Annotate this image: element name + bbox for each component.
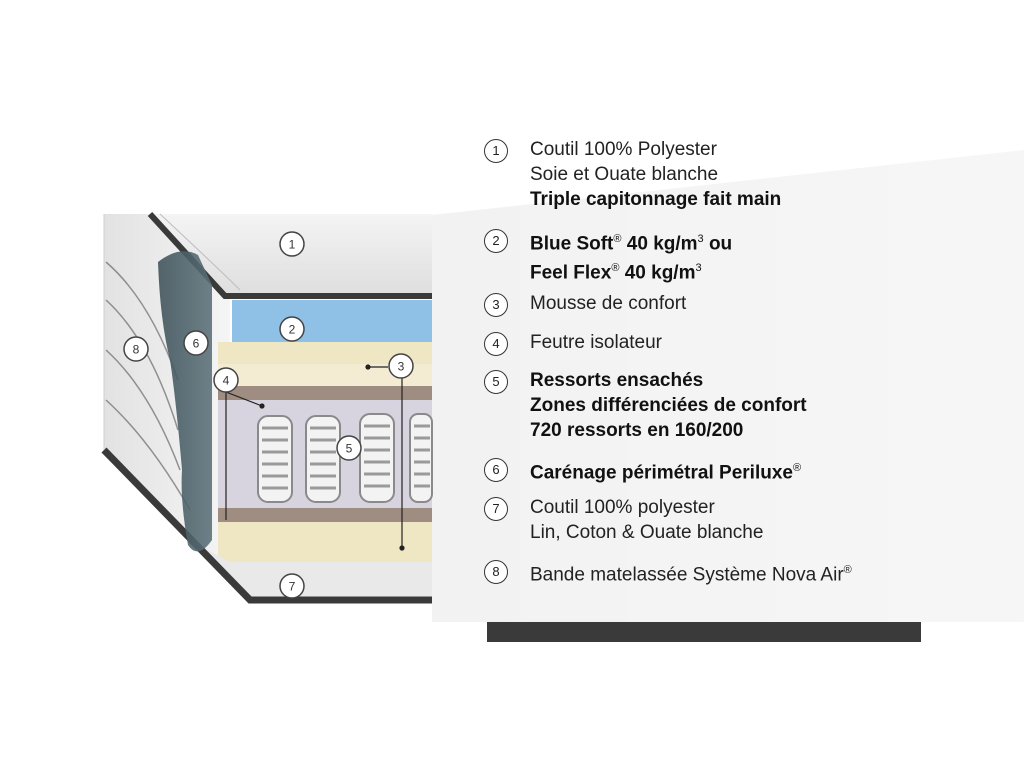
cream-layer-top bbox=[218, 342, 432, 364]
legend-5-line-2: Zones différenciées de confort bbox=[530, 395, 807, 416]
legend-3-line-1: Mousse de confort bbox=[530, 293, 687, 314]
diagram-label-1: 1 bbox=[279, 231, 305, 257]
svg-text:4: 4 bbox=[223, 374, 230, 388]
legend-1-line-3: Triple capitonnage fait main bbox=[530, 189, 782, 210]
legend-number-8: 8 bbox=[484, 560, 508, 584]
legend-2-line-1: Blue Soft® 40 kg/m3 ou bbox=[530, 233, 733, 255]
diagram-label-6: 6 bbox=[183, 330, 209, 356]
bottom-fabric-layer bbox=[190, 540, 432, 600]
comfort-foam-layer bbox=[218, 364, 432, 386]
diagram-label-2: 2 bbox=[279, 316, 305, 342]
diagram-label-8: 8 bbox=[123, 336, 149, 362]
legend-2-line-2: Feel Flex® 40 kg/m3 bbox=[530, 262, 702, 284]
legend-1-line-2: Soie et Ouate blanche bbox=[530, 164, 719, 185]
perimeter-carenage bbox=[158, 251, 212, 552]
diagram-label-5: 5 bbox=[336, 435, 362, 461]
svg-text:7: 7 bbox=[289, 580, 296, 594]
svg-text:8: 8 bbox=[133, 343, 140, 357]
legend-5-line-1: Ressorts ensachés bbox=[530, 370, 704, 391]
svg-text:6: 6 bbox=[193, 337, 200, 351]
felt-layer-top bbox=[218, 386, 432, 400]
diagram-label-4: 4 bbox=[213, 367, 239, 393]
legend-number-5: 5 bbox=[484, 370, 508, 394]
legend-4-line-1: Feutre isolateur bbox=[530, 332, 663, 353]
svg-text:5: 5 bbox=[346, 442, 353, 456]
legend-number-4: 4 bbox=[484, 332, 508, 356]
svg-text:3: 3 bbox=[398, 360, 405, 374]
cream-layer-bottom bbox=[218, 522, 432, 562]
legend-number-1: 1 bbox=[484, 139, 508, 163]
legend-7-line-2: Lin, Coton & Ouate blanche bbox=[530, 522, 764, 543]
legend-8-line-1: Bande matelassée Système Nova Air® bbox=[530, 564, 852, 586]
legend-number-7: 7 bbox=[484, 497, 508, 521]
legend-number-2: 2 bbox=[484, 229, 508, 253]
legend-5-line-3: 720 ressorts en 160/200 bbox=[530, 420, 744, 441]
legend-number-6: 6 bbox=[484, 458, 508, 482]
diagram-label-3: 3 bbox=[388, 353, 414, 379]
legend-1-line-1: Coutil 100% Polyester bbox=[530, 139, 717, 160]
felt-layer-bottom bbox=[218, 508, 432, 522]
svg-text:1: 1 bbox=[289, 238, 296, 252]
blue-foam-layer bbox=[232, 300, 432, 342]
svg-text:2: 2 bbox=[289, 323, 296, 337]
decorative-dark-bar bbox=[487, 622, 921, 642]
diagram-label-7: 7 bbox=[279, 573, 305, 599]
legend-7-line-1: Coutil 100% polyester bbox=[530, 497, 715, 518]
legend-number-3: 3 bbox=[484, 293, 508, 317]
pocket-springs bbox=[257, 413, 433, 503]
legend-6-line-1: Carénage périmétral Periluxe® bbox=[530, 462, 802, 484]
